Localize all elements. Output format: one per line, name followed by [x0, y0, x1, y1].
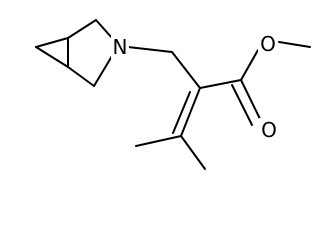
bond-cyclopropane-left-top — [35, 37, 69, 48]
carbonyl-double-bond — [231, 79, 262, 126]
bond-ring-upper-ch2-n — [95, 19, 113, 39]
molecule-structure: N O O — [35, 19, 311, 170]
bond-n-ch2 — [127, 46, 173, 53]
ester-oxygen-label: O — [260, 32, 276, 56]
bond-methyl-right — [180, 135, 206, 170]
atom-ester-oxygen: O — [258, 32, 278, 56]
bond-ch2-alkene-carbon — [171, 51, 201, 89]
alkene-double-bond — [172, 87, 201, 137]
nitrogen-label: N — [113, 35, 128, 59]
bond-ring-lower-ch2-n — [93, 55, 113, 87]
atom-n: N — [111, 35, 129, 59]
bond-methyl-left — [135, 135, 182, 147]
bond-cyclopropane-left-bottom — [35, 46, 69, 68]
bond-ring-upper-ch2 — [67, 19, 97, 39]
atom-carbonyl-oxygen: O — [259, 118, 279, 142]
bond-alkene-carbonyl — [199, 79, 242, 89]
bond-ester-oxygen-methyl — [278, 41, 311, 48]
bond-ring-lower-ch2 — [67, 66, 95, 87]
bicyclic-ring — [35, 19, 113, 87]
bond-carbonyl-ester-oxygen — [240, 49, 259, 81]
carbonyl-oxygen-label: O — [261, 118, 277, 142]
